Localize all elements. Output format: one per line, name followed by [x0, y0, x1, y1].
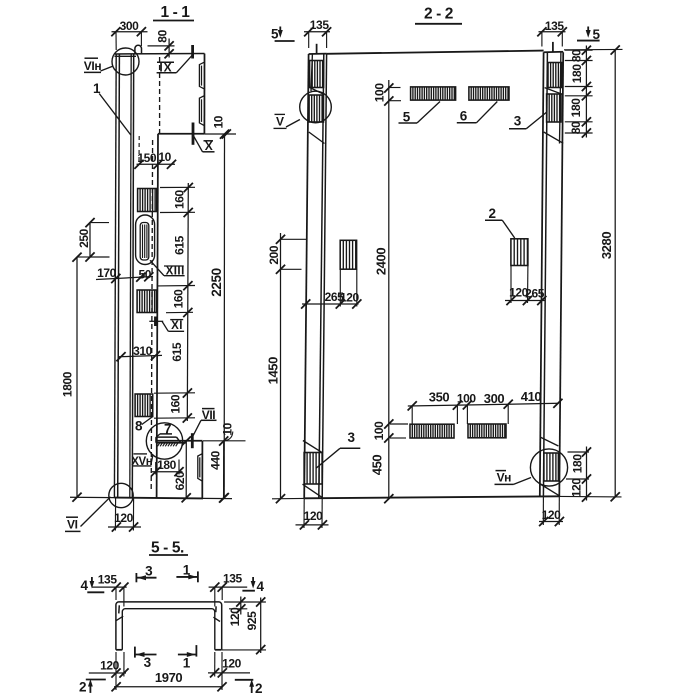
svg-text:200: 200 [267, 245, 281, 265]
svg-text:4: 4 [256, 579, 264, 594]
svg-text:1: 1 [183, 656, 191, 671]
svg-text:5: 5 [271, 27, 279, 42]
svg-text:XI: XI [171, 320, 183, 332]
svg-text:XIII: XIII [166, 265, 185, 277]
svg-text:2: 2 [488, 206, 495, 221]
svg-text:265: 265 [325, 290, 345, 304]
svg-text:135: 135 [310, 18, 330, 32]
svg-text:3: 3 [514, 114, 522, 129]
svg-text:100: 100 [457, 392, 477, 406]
svg-text:135: 135 [223, 572, 243, 586]
svg-text:180: 180 [570, 64, 584, 84]
svg-text:100: 100 [372, 83, 386, 103]
svg-text:1450: 1450 [265, 357, 280, 384]
svg-text:350: 350 [429, 389, 450, 404]
svg-text:4: 4 [80, 578, 88, 593]
svg-text:310: 310 [133, 344, 153, 358]
svg-text:180: 180 [571, 454, 585, 474]
svg-text:80: 80 [570, 49, 584, 62]
svg-text:180: 180 [569, 98, 583, 118]
svg-text:6: 6 [460, 109, 468, 124]
svg-text:IX: IX [159, 60, 172, 74]
svg-text:1: 1 [93, 81, 101, 96]
svg-text:2: 2 [255, 681, 262, 696]
svg-text:80: 80 [569, 121, 583, 134]
svg-text:5: 5 [403, 110, 411, 125]
svg-text:1800: 1800 [60, 371, 74, 397]
svg-text:10: 10 [211, 115, 225, 128]
svg-text:2: 2 [79, 680, 86, 695]
svg-text:135: 135 [545, 19, 565, 33]
svg-text:120: 120 [340, 291, 360, 305]
svg-text:80: 80 [156, 29, 170, 42]
svg-text:160: 160 [172, 189, 186, 209]
svg-text:7: 7 [164, 422, 171, 437]
svg-text:3280: 3280 [599, 232, 614, 259]
svg-text:135: 135 [98, 572, 118, 586]
svg-text:160: 160 [168, 394, 182, 414]
svg-text:450: 450 [370, 455, 385, 476]
svg-text:5: 5 [592, 27, 600, 42]
svg-text:X: X [205, 139, 213, 153]
svg-text:250: 250 [77, 228, 91, 248]
svg-text:3: 3 [144, 655, 152, 670]
svg-text:440: 440 [209, 450, 223, 470]
svg-text:160: 160 [172, 289, 186, 309]
svg-text:170: 170 [97, 266, 117, 280]
svg-text:VIн: VIн [84, 59, 102, 73]
svg-text:300: 300 [120, 19, 140, 33]
svg-text:2 - 2: 2 - 2 [424, 5, 453, 22]
svg-text:1970: 1970 [155, 670, 182, 685]
svg-text:120: 120 [100, 658, 120, 672]
svg-text:615: 615 [170, 342, 184, 362]
svg-text:120: 120 [304, 509, 324, 523]
svg-text:VI: VI [67, 517, 78, 531]
svg-text:1 - 1: 1 - 1 [160, 4, 190, 21]
svg-text:100: 100 [372, 421, 386, 441]
svg-text:2400: 2400 [373, 248, 388, 275]
svg-text:V: V [276, 114, 284, 128]
svg-text:120: 120 [114, 511, 134, 525]
svg-text:VII: VII [202, 408, 216, 422]
svg-text:120: 120 [570, 478, 584, 498]
svg-text:925: 925 [245, 611, 259, 631]
svg-text:3: 3 [145, 563, 153, 578]
svg-text:Vн: Vн [497, 471, 512, 485]
svg-text:180: 180 [157, 458, 177, 472]
svg-text:1: 1 [183, 563, 191, 578]
svg-text:XVн: XVн [131, 456, 153, 468]
svg-text:300: 300 [484, 391, 505, 406]
svg-text:5 - 5.: 5 - 5. [151, 539, 184, 556]
svg-text:615: 615 [173, 235, 187, 255]
svg-text:2250: 2250 [209, 268, 224, 296]
svg-text:410: 410 [521, 389, 542, 404]
svg-text:120: 120 [509, 285, 529, 299]
svg-text:8: 8 [135, 419, 143, 434]
svg-text:120: 120 [222, 657, 242, 671]
svg-text:620: 620 [173, 471, 187, 491]
svg-text:3: 3 [347, 430, 355, 445]
svg-text:10: 10 [220, 422, 234, 435]
